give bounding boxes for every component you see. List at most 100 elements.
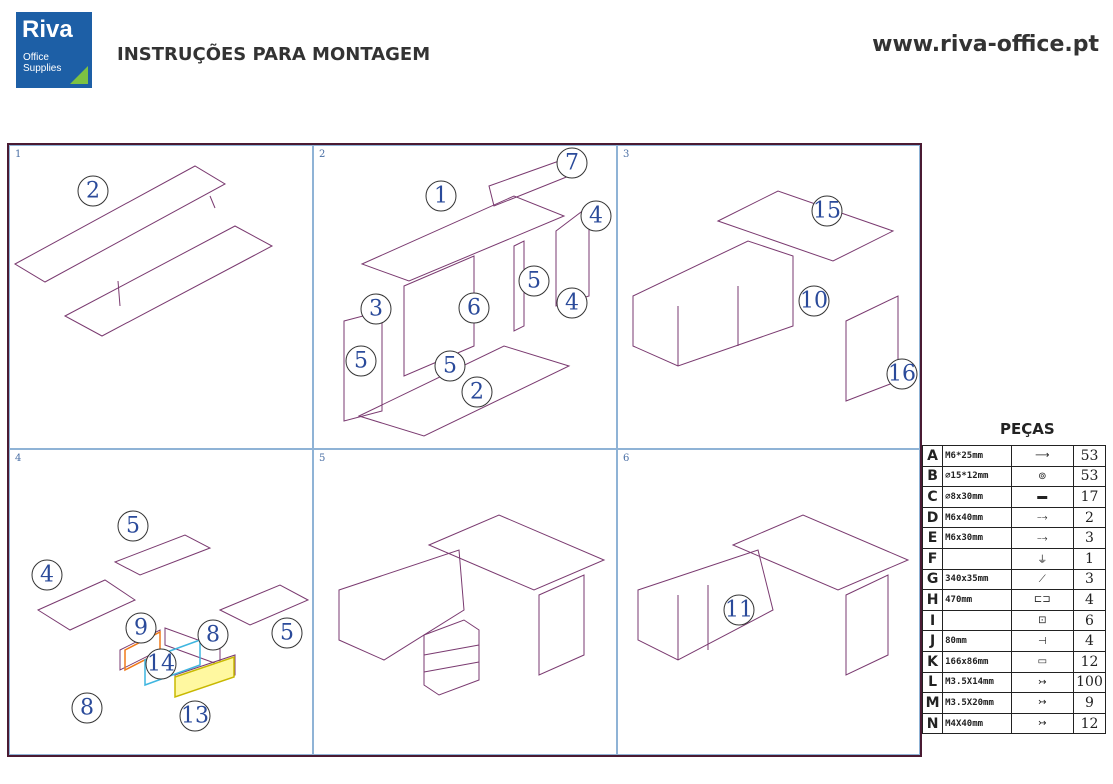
part-letter: J	[921, 630, 944, 652]
bolt-icon: ⟶	[1010, 445, 1075, 467]
part-description: M4X40mm	[942, 712, 1012, 735]
part-quantity: 12	[1073, 650, 1106, 673]
svg-text:4: 4	[565, 291, 579, 316]
part-quantity: 4	[1073, 630, 1106, 652]
svg-text:2: 2	[470, 380, 484, 405]
part-quantity: 1	[1073, 547, 1106, 570]
part-description: M3.5X20mm	[942, 692, 1012, 714]
part-letter: C	[921, 486, 944, 508]
svg-text:5: 5	[280, 621, 294, 646]
part-letter: N	[921, 712, 944, 735]
rail-icon: ⟋	[1010, 568, 1075, 591]
step-1-drawing: 2	[13, 165, 274, 337]
parts-title: PEÇAS	[1000, 420, 1055, 438]
svg-text:14: 14	[147, 652, 175, 677]
svg-text:7: 7	[565, 151, 579, 176]
slide-icon: ⊏⊐	[1010, 589, 1075, 611]
step-panel-2: 2 1 7 4 3 6 5 5 4 5 2	[313, 145, 617, 449]
part-description: ∅15*12mm	[942, 465, 1012, 488]
svg-text:16: 16	[888, 362, 916, 387]
svg-text:4: 4	[40, 563, 54, 588]
bracket-icon: ⊡	[1010, 609, 1075, 632]
part-description: 166x86mm	[942, 650, 1012, 673]
svg-text:9: 9	[134, 616, 148, 641]
part-description: M6x30mm	[942, 527, 1012, 549]
step-4-drawing: 5 4 9 8 14 5 8 13	[31, 510, 310, 732]
svg-text:5: 5	[527, 269, 541, 294]
parts-row: F⏚1	[921, 547, 1106, 570]
part-quantity: 53	[1073, 445, 1106, 467]
step-2-drawing: 1 7 4 3 6 5 5 4 5 2	[343, 147, 612, 437]
step-number: 3	[623, 149, 630, 160]
part-quantity: 9	[1073, 692, 1106, 714]
part-quantity: 53	[1073, 465, 1106, 488]
part-letter: D	[921, 506, 944, 529]
svg-text:3: 3	[369, 297, 383, 322]
parts-row: B∅15*12mm⊚53	[921, 465, 1106, 488]
part-letter: A	[921, 445, 944, 467]
step-number: 2	[319, 149, 326, 160]
clamp-icon: ⊣	[1010, 630, 1075, 652]
step-panel-4: 4 5 4 9 8 14 5 8 13	[9, 449, 313, 755]
part-quantity: 12	[1073, 712, 1106, 735]
page-title: INSTRUÇÕES PARA MONTAGEM	[117, 44, 431, 65]
svg-text:6: 6	[467, 296, 481, 321]
step-5-drawing	[338, 514, 606, 696]
step-panel-5: 5	[313, 449, 617, 755]
step-panel-6: 6 11	[617, 449, 920, 755]
instructions-frame	[7, 143, 922, 757]
dowel-icon: ▬	[1010, 486, 1075, 508]
part-quantity: 17	[1073, 486, 1106, 508]
step-6-drawing: 11	[637, 514, 910, 676]
part-letter: H	[921, 589, 944, 611]
svg-text:10: 10	[800, 289, 828, 314]
plate-icon: ▭	[1010, 650, 1075, 673]
website-url[interactable]: www.riva-office.pt	[872, 32, 1099, 57]
part-description: M6x40mm	[942, 506, 1012, 529]
cam-lock-icon: ⊚	[1010, 465, 1075, 488]
part-quantity: 3	[1073, 568, 1106, 591]
step-panel-3: 3 15 10 16	[617, 145, 920, 449]
part-letter: M	[921, 692, 944, 714]
part-letter: E	[921, 527, 944, 549]
logo-subtitle: Office Supplies	[23, 52, 62, 74]
part-letter: I	[921, 609, 944, 632]
svg-text:8: 8	[80, 696, 94, 721]
svg-text:15: 15	[813, 199, 841, 224]
part-description	[942, 609, 1012, 632]
svg-text:5: 5	[354, 349, 368, 374]
wood-screw-icon: ↣	[1010, 671, 1075, 694]
wood-screw-icon: ↣	[1010, 712, 1075, 735]
svg-text:5: 5	[443, 354, 457, 379]
part-quantity: 100	[1073, 671, 1106, 694]
screw-icon: ⤍	[1010, 506, 1075, 529]
part-quantity: 3	[1073, 527, 1106, 549]
parts-row: I⊡6	[921, 609, 1106, 632]
screw-icon: ⤍	[1010, 527, 1075, 549]
part-letter: G	[921, 568, 944, 591]
part-description: 340x35mm	[942, 568, 1012, 591]
part-quantity: 4	[1073, 589, 1106, 611]
part-description	[942, 547, 1012, 570]
foot-icon: ⏚	[1010, 547, 1075, 570]
svg-text:4: 4	[589, 204, 603, 229]
part-description: M6*25mm	[942, 445, 1012, 467]
svg-text:5: 5	[126, 514, 140, 539]
parts-row: C∅8x30mm▬17	[921, 486, 1106, 508]
svg-text:11: 11	[725, 598, 753, 623]
part-quantity: 2	[1073, 506, 1106, 529]
part-letter: K	[921, 650, 944, 673]
svg-text:13: 13	[181, 704, 209, 729]
step-panel-1: 1 2	[9, 145, 313, 449]
step-number: 5	[319, 453, 326, 464]
svg-text:1: 1	[434, 184, 448, 209]
